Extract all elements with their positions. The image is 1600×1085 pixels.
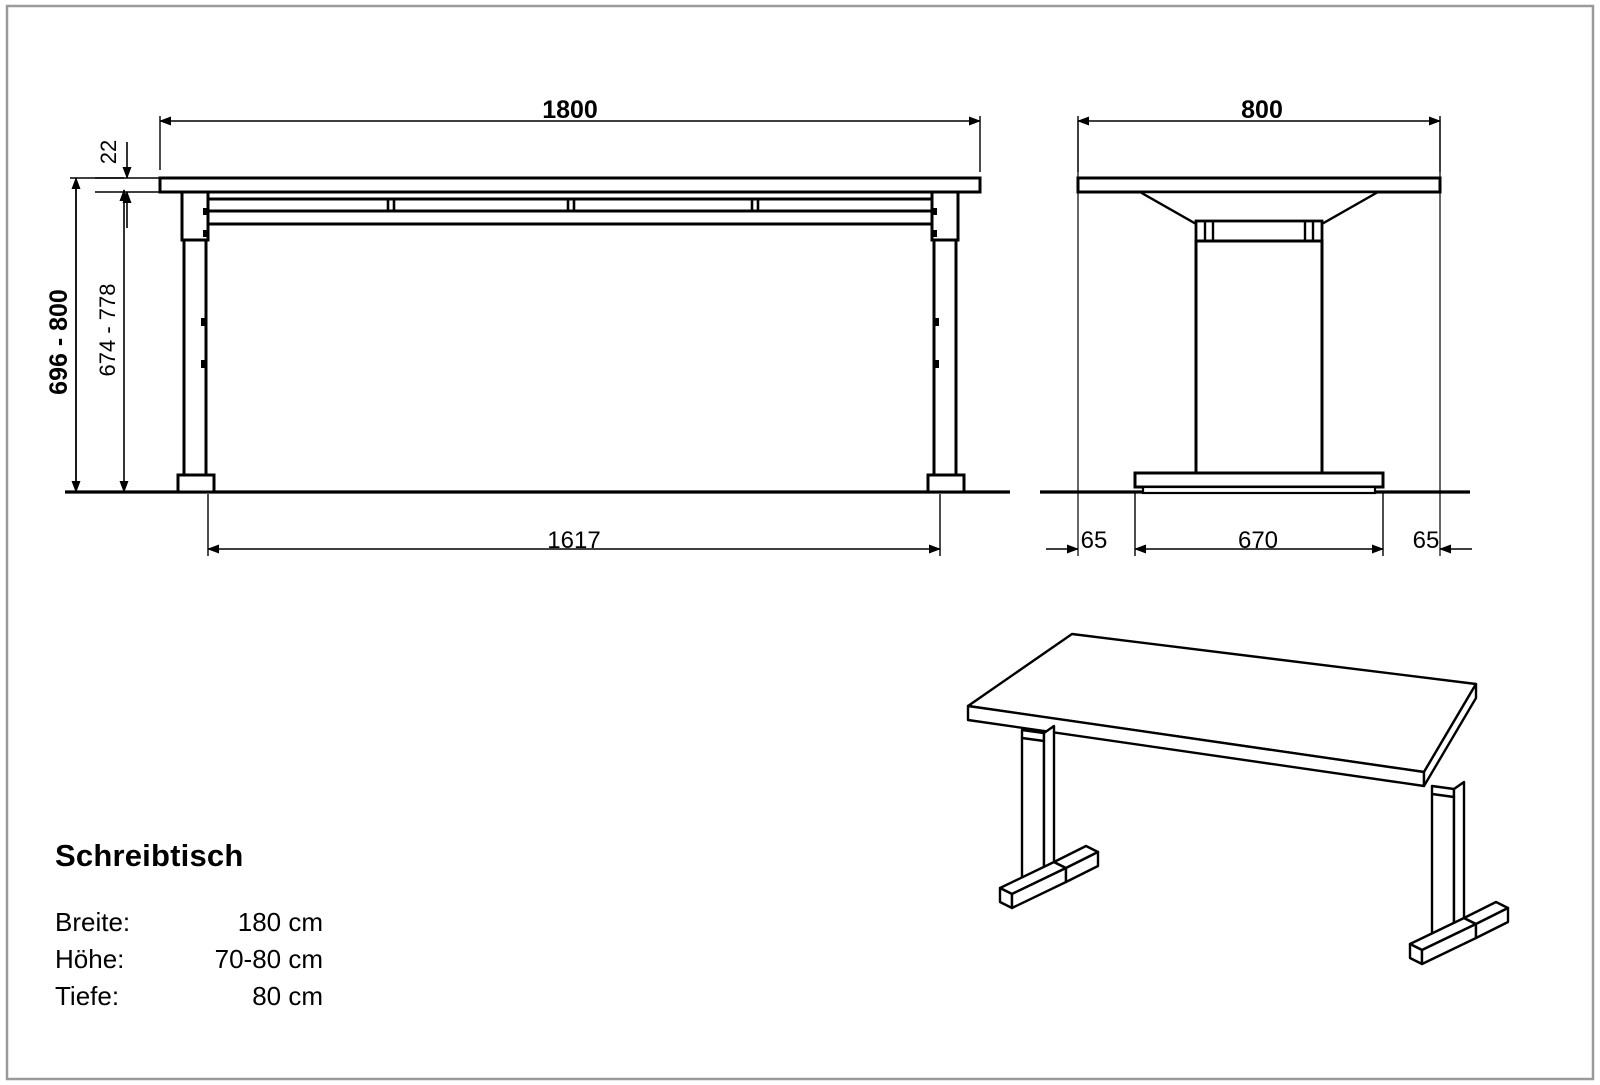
side-column (1194, 239, 1324, 475)
side-tabletop (1076, 176, 1442, 194)
front-left-leg-notch-2 (203, 230, 208, 237)
side-elevation-group (1040, 176, 1470, 495)
side-view-dimensions (1046, 116, 1472, 556)
spec-row-hoehe: Höhe: 70-80 cm (55, 941, 323, 978)
dim-label-1617: 1617 (547, 527, 600, 554)
side-column-collar (1194, 219, 1324, 243)
iso-left-column-seam (1020, 736, 1046, 743)
spec-table: Breite: 180 cm Höhe: 70-80 cm Tiefe: 80 … (55, 904, 323, 1015)
title-block: Schreibtisch Breite: 180 cm Höhe: 70-80 … (55, 838, 475, 1015)
iso-tabletop-right-edge (1422, 682, 1478, 788)
front-right-leg-notch-3 (934, 318, 939, 326)
spec-value-breite: 180 cm (237, 907, 323, 937)
spec-label-hoehe: Höhe: (55, 944, 125, 974)
front-left-foot (176, 473, 216, 494)
front-left-leg-notch-1 (203, 208, 208, 215)
dim-label-696-800: 696 - 800 (45, 289, 73, 395)
dim-label-674-778: 674 - 778 (95, 284, 120, 377)
iso-left-column-front (1020, 728, 1046, 888)
page-title: Schreibtisch (55, 838, 244, 873)
dim-label-65-left: 65 (1081, 527, 1108, 554)
perspective-view-group (966, 632, 1510, 966)
front-upper-rail (194, 197, 946, 213)
side-foot-base (1133, 471, 1385, 489)
front-right-leg-notch-4 (934, 360, 939, 368)
spec-label-breite: Breite: (55, 907, 131, 937)
spec-label-tiefe: Tiefe: (55, 981, 120, 1011)
dim-label-22: 22 (96, 140, 121, 164)
front-left-leg-notch-3 (201, 318, 206, 326)
side-foot-glide (1141, 485, 1377, 495)
front-left-leg-lower (182, 238, 208, 477)
front-view-dimensions (70, 116, 981, 556)
iso-right-foot-rear-side (1474, 906, 1510, 940)
front-tabletop (158, 176, 982, 194)
front-right-foot (926, 473, 966, 494)
front-left-leg-notch-4 (201, 360, 206, 368)
spec-value-tiefe: 80 cm (252, 981, 323, 1011)
front-elevation-group (65, 176, 1010, 494)
front-right-leg-lower (932, 238, 958, 477)
dim-label-1800: 1800 (542, 96, 598, 124)
sheet-border (5, 4, 1595, 1081)
front-right-leg-notch-1 (932, 208, 937, 215)
spec-value-hoehe: 70-80 cm (214, 944, 323, 974)
iso-right-column-seam (1430, 792, 1456, 799)
dim-label-670: 670 (1238, 527, 1278, 554)
front-right-leg-notch-2 (932, 230, 937, 237)
dim-label-65-right: 65 (1413, 527, 1440, 554)
dim-label-800: 800 (1241, 96, 1283, 124)
spec-row-tiefe: Tiefe: 80 cm (55, 978, 323, 1015)
iso-right-column-front (1430, 784, 1456, 944)
iso-left-foot-rear-side (1064, 850, 1100, 884)
spec-row-breite: Breite: 180 cm (55, 904, 323, 941)
